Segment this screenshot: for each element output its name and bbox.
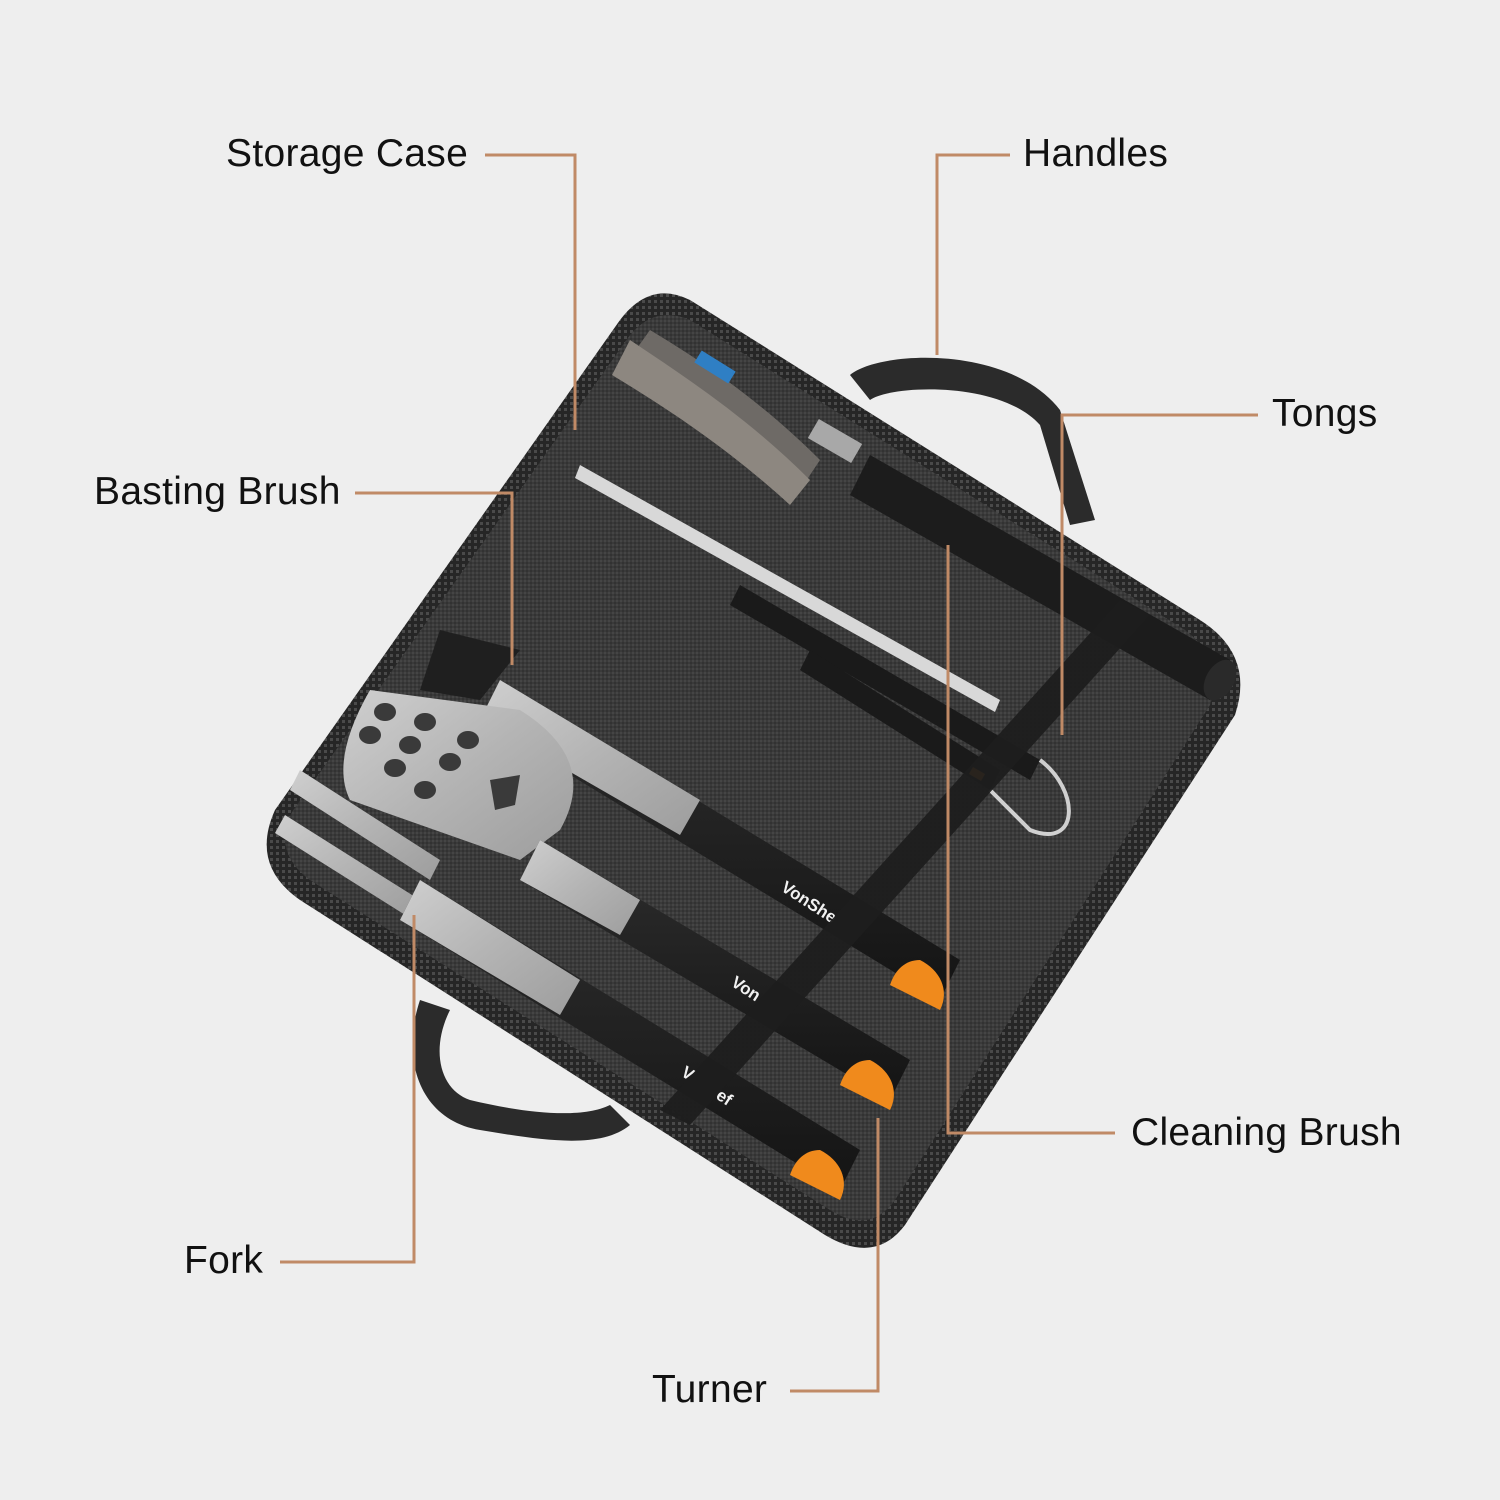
callout-handles: Handles — [1023, 132, 1169, 175]
tongs — [575, 465, 1071, 836]
callout-storage-case: Storage Case — [226, 132, 469, 175]
callout-turner: Turner — [652, 1368, 768, 1411]
callout-fork: Fork — [184, 1239, 264, 1282]
leader-line-turner — [790, 1118, 880, 1393]
leader-lines — [280, 153, 1258, 1393]
callout-cleaning-brush: Cleaning Brush — [1131, 1111, 1402, 1154]
callout-basting-brush: Basting Brush — [94, 470, 341, 513]
turner-holes — [359, 703, 520, 810]
turner: Von — [343, 690, 910, 1110]
carry-handle-bottom — [412, 1000, 630, 1141]
leader-line-basting-brush — [355, 491, 514, 665]
carry-handle-top — [850, 357, 1095, 525]
leader-line-storage-case — [485, 153, 577, 430]
leader-line-tongs — [1060, 413, 1258, 735]
leader-line-handles — [935, 153, 1010, 355]
fork: V ef — [275, 770, 860, 1200]
cleaning-brush — [612, 330, 1237, 701]
leader-line-cleaning-brush — [946, 545, 1115, 1135]
elastic-straps — [660, 600, 1150, 1125]
leader-line-fork — [280, 915, 416, 1264]
callout-tongs: Tongs — [1272, 392, 1378, 435]
